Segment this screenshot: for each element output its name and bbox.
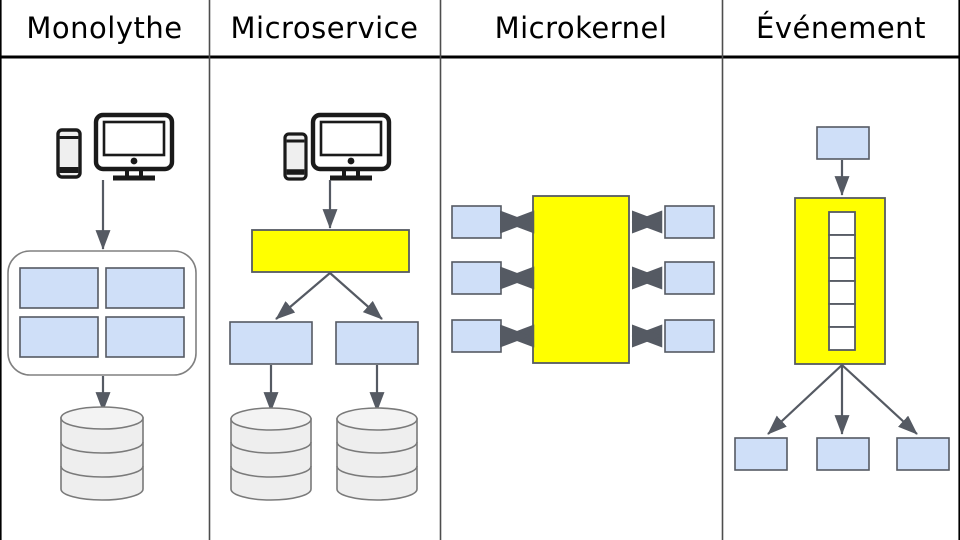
- column-microkernel: [451, 195, 715, 364]
- column-title-microkernel: Microkernel: [440, 0, 722, 56]
- queue-cell: [828, 257, 856, 282]
- queue-cell: [828, 280, 856, 305]
- column-title-microservice: Microservice: [209, 0, 440, 56]
- queue-cell: [828, 303, 856, 328]
- arrow-gateway-to-service-right: [329, 272, 383, 320]
- database-cylinder: [336, 407, 418, 501]
- column-title-monolythe-label: Monolythe: [26, 11, 183, 45]
- service-right: [335, 321, 419, 365]
- phone-icon: [283, 132, 308, 181]
- column-title-evenement-label: Événement: [756, 11, 926, 45]
- plugin-left-1: [451, 205, 502, 239]
- column-evenement: [734, 126, 950, 471]
- event-queue: [828, 211, 856, 351]
- column-microservice: [229, 112, 419, 501]
- plugin-left-2: [451, 261, 502, 295]
- monitor-icon: [310, 112, 392, 181]
- monitor-icon: [93, 112, 175, 181]
- queue-cell: [828, 326, 856, 351]
- module-top-right: [105, 267, 185, 309]
- column-title-microservice-label: Microservice: [230, 11, 419, 45]
- database-cylinder: [60, 406, 144, 501]
- module-bottom-right: [105, 316, 185, 358]
- event-producer: [816, 126, 870, 160]
- phone-icon: [56, 128, 82, 179]
- queue-cell: [828, 211, 856, 236]
- column-monolythe: [7, 112, 197, 501]
- queue-cell: [828, 234, 856, 259]
- column-title-microkernel-label: Microkernel: [494, 11, 668, 45]
- column-title-evenement: Événement: [722, 0, 960, 56]
- column-title-monolythe: Monolythe: [0, 0, 209, 56]
- arrow-gateway-to-service-left: [275, 272, 331, 320]
- arrow-bus-to-consumer-right: [841, 364, 918, 435]
- service-left: [229, 321, 313, 365]
- plugin-left-3: [451, 319, 502, 353]
- plugin-right-2: [664, 261, 715, 295]
- consumer-right: [896, 437, 950, 471]
- database-cylinder: [230, 407, 312, 501]
- consumer-middle: [816, 437, 870, 471]
- arrow-bus-to-consumer-left: [767, 364, 843, 435]
- module-top-left: [19, 267, 99, 309]
- plugin-right-3: [664, 319, 715, 353]
- consumer-left: [734, 437, 788, 471]
- plugin-right-1: [664, 205, 715, 239]
- api-gateway: [251, 229, 410, 273]
- kernel-core: [532, 195, 630, 364]
- module-bottom-left: [19, 316, 99, 358]
